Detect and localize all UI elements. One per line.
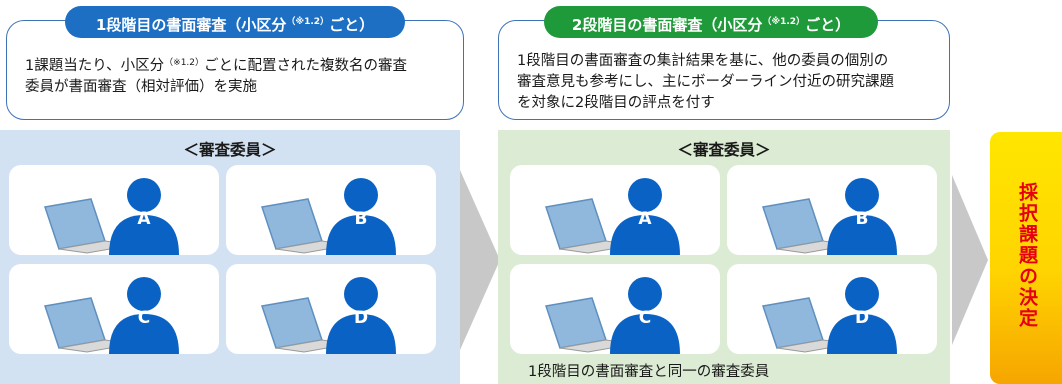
person-icon xyxy=(326,277,396,354)
person-icon xyxy=(109,277,179,354)
reviewer-illustration xyxy=(545,277,680,354)
stage1-reviewer-card-a: A xyxy=(9,165,219,255)
stage1-desc-note: （※1.2） xyxy=(164,58,205,68)
stage1-reviewer-card-c: C xyxy=(9,264,219,354)
person-icon xyxy=(827,178,897,255)
person-icon xyxy=(326,178,396,255)
stage1-reviewer-card-b: B xyxy=(226,165,436,255)
stage1-heading-main: 1段階目の書面審査（小区分 xyxy=(95,16,287,34)
person-icon xyxy=(610,178,680,255)
stage2-same-reviewers-note: 1段階目の書面審査と同一の審査委員 xyxy=(528,364,770,380)
stage2-reviewer-card-d: D xyxy=(727,264,937,354)
stage1-heading-end: ごと） xyxy=(329,16,375,34)
reviewer-illustration xyxy=(44,277,179,354)
stage2-reviewer-card-a: A xyxy=(510,165,720,255)
reviewer-illustration xyxy=(261,178,396,255)
person-icon xyxy=(827,277,897,354)
reviewer-letter: B xyxy=(354,209,368,229)
stage1-desc-line1: 1課題当たり、小区分（※1.2）ごとに配置された複数名の審査 xyxy=(25,53,449,77)
decision-label: 採択課題の決定 xyxy=(1016,182,1038,329)
person-icon xyxy=(610,277,680,354)
stage2-desc-line2: 審査意見も参考にし、主にボーダーライン付近の研究課題 xyxy=(517,74,894,90)
stage1-desc-line2: 委員が書面審査（相対評価）を実施 xyxy=(25,79,257,95)
stage2-reviewer-panel: ＜審査委員＞ A B C D 1段階目の書面審査と同一の審査委員 xyxy=(498,130,950,384)
reviewer-illustration xyxy=(44,178,179,255)
person-icon xyxy=(109,178,179,255)
stage2-heading-main: 2段階目の書面審査（小区分 xyxy=(571,16,763,34)
stage1-reviewer-card-d: D xyxy=(226,264,436,354)
stage2-heading-end: ごと） xyxy=(805,16,851,34)
reviewer-illustration xyxy=(762,277,897,354)
reviewer-letter: D xyxy=(353,308,369,328)
stage2-reviewer-card-b: B xyxy=(727,165,937,255)
stage2-heading-note: （※1.2） xyxy=(762,17,806,27)
arrow-right-icon xyxy=(952,175,988,345)
stage2-panel-title: ＜審査委員＞ xyxy=(677,141,771,159)
reviewer-letter: A xyxy=(638,209,652,229)
reviewer-letter: C xyxy=(638,308,652,328)
reviewer-illustration xyxy=(261,277,396,354)
reviewer-letter: C xyxy=(137,308,151,328)
reviewer-illustration xyxy=(545,178,680,255)
stage2-heading: 2段階目の書面審査（小区分（※1.2）ごと） xyxy=(544,6,878,38)
stage1-heading: 1段階目の書面審査（小区分（※1.2）ごと） xyxy=(65,6,405,38)
reviewer-letter: D xyxy=(854,308,870,328)
reviewer-illustration xyxy=(762,178,897,255)
stage1-panel-title: ＜審査委員＞ xyxy=(183,141,277,159)
reviewer-letter: B xyxy=(855,209,869,229)
stage2-desc-line1: 1段階目の書面審査の集計結果を基に、他の委員の個別の xyxy=(517,53,889,69)
stage2-reviewer-card-c: C xyxy=(510,264,720,354)
stage1-desc-b: ごとに配置された複数名の審査 xyxy=(204,58,408,74)
reviewer-letter: A xyxy=(137,209,151,229)
stage1-desc-a: 1課題当たり、小区分 xyxy=(25,58,165,74)
stage1-heading-note: （※1.2） xyxy=(286,17,330,27)
stage1-reviewer-panel: ＜審査委員＞ A B C D xyxy=(0,130,460,384)
arrow-right-icon xyxy=(460,170,500,350)
stage2-desc-line3: を対象に2段階目の評点を付す xyxy=(517,95,715,111)
decision-box: 採択課題の決定 xyxy=(990,132,1062,384)
